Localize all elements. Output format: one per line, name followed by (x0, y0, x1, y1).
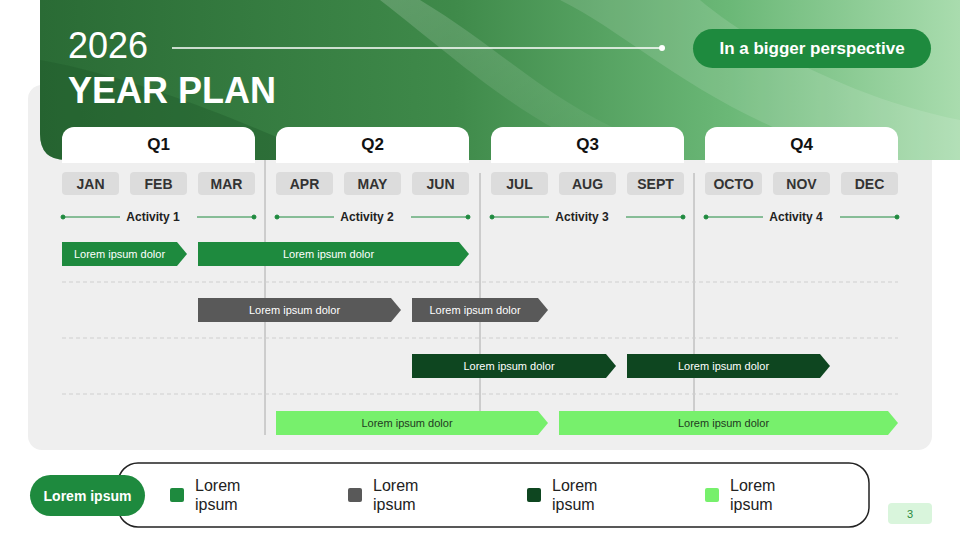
month-chip: JUL (491, 172, 548, 195)
node-label: Q4 (790, 135, 813, 155)
legend-swatch (527, 488, 541, 502)
legend-swatch (348, 488, 362, 502)
task-label: Lorem ipsum dolor (678, 360, 769, 372)
legend-swatch (705, 488, 719, 502)
node-label: MAR (211, 176, 243, 192)
month-chip: DEC (841, 172, 898, 195)
node-label: Lorem ipsum (44, 488, 132, 504)
node-label: FEB (145, 176, 173, 192)
month-chip: MAR (198, 172, 255, 195)
row-separator (62, 282, 898, 283)
legend-text: Lorem ipsum (552, 476, 618, 514)
legend-heading-pill: Lorem ipsum (30, 475, 145, 516)
task-label: Lorem ipsum dolor (463, 360, 554, 372)
quarter-tab: Q4 (705, 127, 898, 163)
node-label: Q2 (361, 135, 384, 155)
task-label: Lorem ipsum dolor (249, 304, 340, 316)
task-label: Lorem ipsum dolor (678, 417, 769, 429)
task-bar: Lorem ipsum dolor (559, 411, 898, 435)
task-bar: Lorem ipsum dolor (412, 298, 548, 322)
node-label: SEPT (637, 176, 674, 192)
quarter-tab: Q1 (62, 127, 255, 163)
node-label: NOV (786, 176, 816, 192)
node-label: DEC (855, 176, 885, 192)
node-label: MAY (358, 176, 388, 192)
node-label: JUL (506, 176, 532, 192)
node-label: Q3 (576, 135, 599, 155)
month-chip: MAY (344, 172, 401, 195)
legend-text: Lorem ipsum (373, 476, 439, 514)
month-chip: JUN (412, 172, 469, 195)
activity-label: Activity 2 (322, 210, 412, 224)
node-label: AUG (572, 176, 603, 192)
node-label: In a bigger perspective (719, 39, 904, 59)
node-label: Q1 (147, 135, 170, 155)
tag-pill: In a bigger perspective (693, 29, 931, 68)
activity-label: Activity 1 (108, 210, 198, 224)
task-bar: Lorem ipsum dolor (412, 354, 616, 378)
row-separator (62, 394, 898, 395)
task-bar: Lorem ipsum dolor (198, 242, 469, 266)
quarter-tab: Q2 (276, 127, 469, 163)
month-chip: JAN (62, 172, 119, 195)
month-chip: SEPT (627, 172, 684, 195)
task-bar: Lorem ipsum dolor (62, 242, 187, 266)
year-label: 2026 (68, 25, 168, 67)
activity-label: Activity 3 (537, 210, 627, 224)
month-chip: FEB (130, 172, 187, 195)
page-number-box: 3 (888, 503, 932, 524)
task-label: Lorem ipsum dolor (429, 304, 520, 316)
task-bar: Lorem ipsum dolor (198, 298, 401, 322)
task-bar: Lorem ipsum dolor (276, 411, 548, 435)
month-chip: OCTO (705, 172, 762, 195)
quarter-tab: Q3 (491, 127, 684, 163)
node-label: JAN (76, 176, 104, 192)
title-rule (172, 47, 662, 49)
legend-text: Lorem ipsum (730, 476, 796, 514)
task-label: Lorem ipsum dolor (74, 248, 165, 260)
slide-title: YEAR PLAN (68, 70, 276, 112)
task-label: Lorem ipsum dolor (361, 417, 452, 429)
node-label: OCTO (713, 176, 753, 192)
node-label: APR (290, 176, 320, 192)
month-chip: NOV (773, 172, 830, 195)
legend-text: Lorem ipsum (195, 476, 261, 514)
title-rule-dot (659, 45, 665, 51)
month-chip: APR (276, 172, 333, 195)
legend-swatch (170, 488, 184, 502)
task-label: Lorem ipsum dolor (283, 248, 374, 260)
activity-label: Activity 4 (751, 210, 841, 224)
task-bar: Lorem ipsum dolor (627, 354, 830, 378)
node-label: 3 (907, 508, 913, 520)
row-separator (62, 338, 898, 339)
node-label: JUN (426, 176, 454, 192)
month-chip: AUG (559, 172, 616, 195)
legend-frame (118, 463, 869, 527)
